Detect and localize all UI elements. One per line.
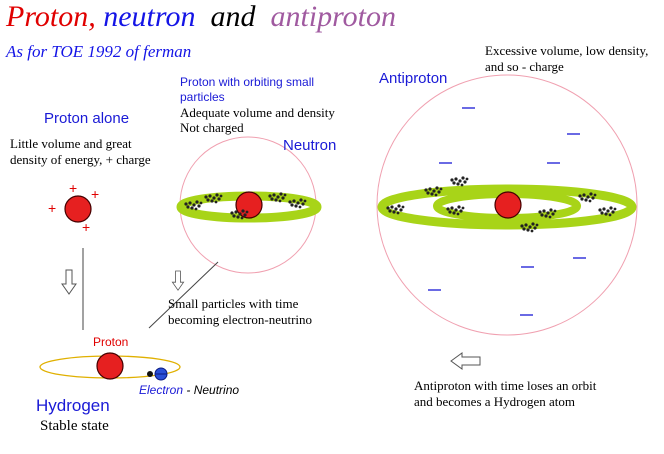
antiproton-note-1: Antiproton with time loses an orbit xyxy=(414,378,597,393)
particle-cluster-icon xyxy=(450,176,469,187)
neutron-desc-1: Proton with orbiting small xyxy=(180,75,315,89)
hydrogen-proton-label: Proton xyxy=(93,335,129,349)
page-subtitle: As for TOE 1992 of ferman xyxy=(6,42,192,61)
stable-state-label: Stable state xyxy=(40,418,109,434)
proton-alone-heading: Proton alone xyxy=(44,110,130,127)
neutron-desc-2: particles xyxy=(180,90,225,104)
minus-icon xyxy=(428,107,586,316)
antiproton-outer-ring xyxy=(377,184,637,230)
title-neutron: neutron xyxy=(103,0,196,33)
neutron-label: Neutron xyxy=(283,137,337,154)
neutron-desc-3: Adequate volume and density xyxy=(180,105,335,120)
down-arrow-icon xyxy=(61,269,77,295)
electron-neutrino-label: Electron - Neutrino xyxy=(139,383,240,398)
plus-icon: + xyxy=(69,180,78,196)
down-arrow-icon xyxy=(171,270,185,291)
neutron-decay-1: Small particles with time xyxy=(168,296,299,311)
antiproton-sphere-outline xyxy=(376,74,638,336)
neutron-desc-4: Not charged xyxy=(180,120,244,135)
neutrino-label: - Neutrino xyxy=(186,383,240,397)
electron-dot xyxy=(147,371,153,377)
title-proton: Proton, xyxy=(6,0,96,33)
antiproton-desc-2: and so - charge xyxy=(485,59,564,74)
proton-alone-desc-2: density of energy, + charge xyxy=(10,152,151,167)
plus-icon: + xyxy=(91,186,100,202)
proton-alone-group xyxy=(61,195,92,330)
neutron-decay-line xyxy=(148,261,219,329)
title-and: and xyxy=(210,0,256,33)
electron-label: Electron xyxy=(139,383,184,397)
proton-alone-desc-1: Little volume and great xyxy=(10,136,132,151)
antiproton-group xyxy=(376,74,638,370)
hydrogen-heading: Hydrogen xyxy=(36,396,110,415)
plus-icon: + xyxy=(82,219,91,235)
antiproton-core xyxy=(494,191,522,219)
hydrogen-group xyxy=(39,352,181,381)
plus-icon: + xyxy=(48,200,57,216)
hydrogen-proton xyxy=(96,352,124,380)
antiproton-note-2: and becomes a Hydrogen atom xyxy=(414,394,576,409)
antiproton-desc-1: Excessive volume, low density, xyxy=(485,43,649,58)
neutron-group xyxy=(148,136,322,329)
left-arrow-icon xyxy=(450,352,481,370)
title-antiproton: antiproton xyxy=(270,0,397,33)
proton-alone-sphere xyxy=(64,195,92,223)
antiproton-label: Antiproton xyxy=(379,70,448,87)
neutron-decay-2: becoming electron-neutrino xyxy=(168,312,313,327)
page-title: Proton, neutron and antiproton xyxy=(6,0,396,35)
